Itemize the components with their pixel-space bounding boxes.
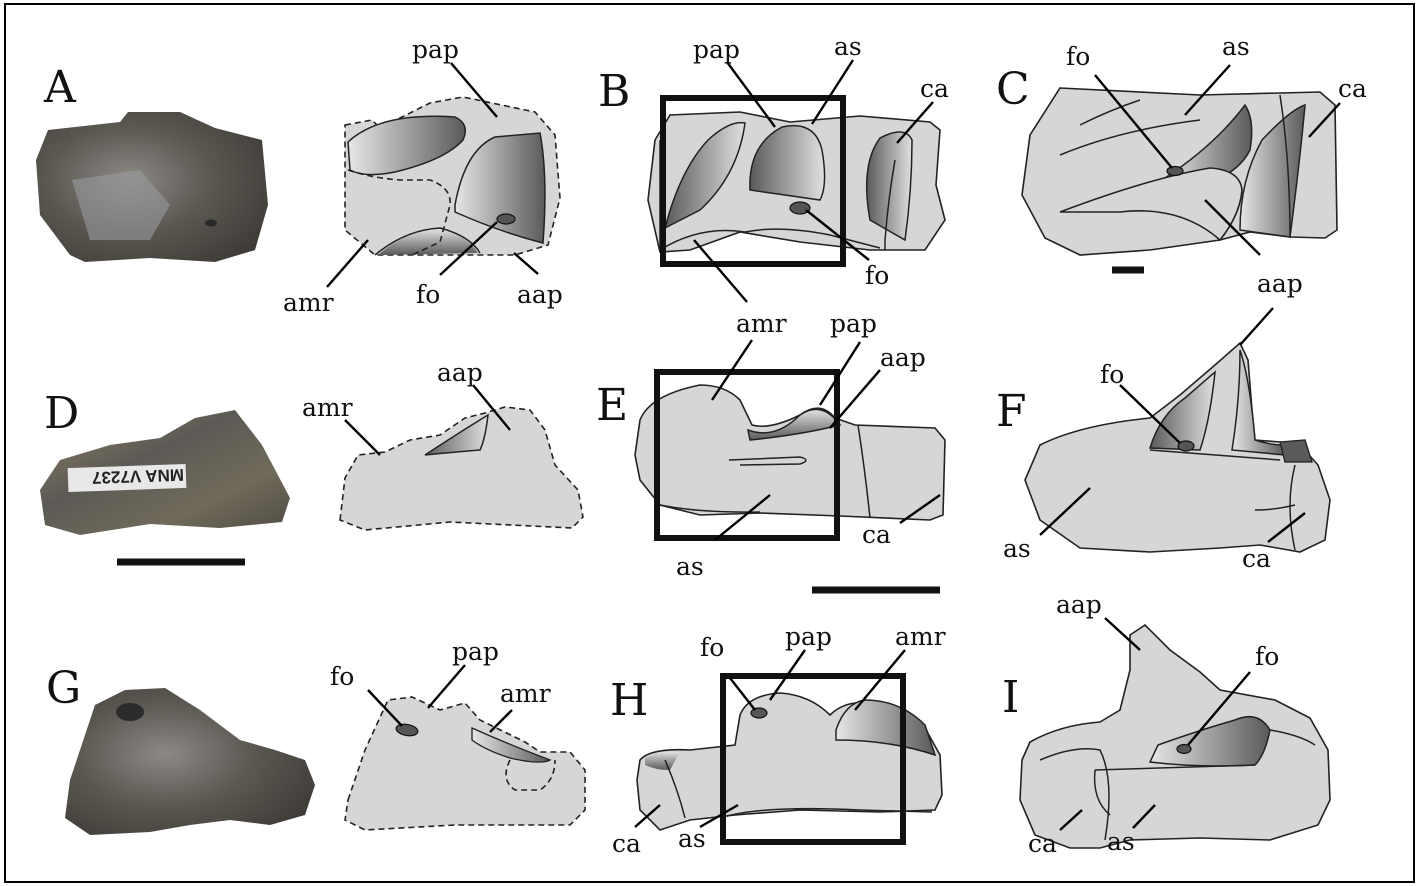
label-fo-b: fo (865, 261, 889, 290)
drawing-c (1022, 88, 1337, 255)
label-ca-c: ca (1338, 74, 1367, 103)
label-ca-e: ca (862, 520, 891, 549)
label-aap-i: aap (1056, 590, 1102, 619)
label-pap-e: pap (830, 309, 877, 338)
label-fo-h: fo (700, 633, 724, 662)
label-as-i: as (1107, 827, 1135, 856)
drawing-g (345, 697, 585, 830)
label-pap-h: pap (785, 622, 832, 651)
label-amr-d: amr (302, 393, 353, 422)
label-aap-c: aap (1257, 269, 1303, 298)
drawing-b (648, 98, 945, 264)
label-fo-f: fo (1100, 360, 1124, 389)
drawing-i (1020, 625, 1330, 848)
drawing-a (345, 97, 560, 256)
label-fo-g: fo (330, 662, 354, 691)
drawing-h (637, 676, 942, 842)
panel-letter-b: B (598, 66, 630, 117)
label-ca-b: ca (920, 74, 949, 103)
label-aap-d: aap (437, 358, 483, 387)
label-pap-b: pap (693, 35, 740, 64)
label-fo-c: fo (1066, 42, 1090, 71)
label-ca-f: ca (1242, 544, 1271, 573)
panel-letter-d: D (44, 388, 79, 439)
label-fo-i: fo (1255, 642, 1279, 671)
label-amr-g: amr (500, 679, 551, 708)
label-fo-a: fo (416, 280, 440, 309)
panel-letter-g: G (46, 663, 81, 714)
label-pap-g: pap (452, 637, 499, 666)
label-as-f: as (1003, 534, 1031, 563)
label-as-c: as (1222, 32, 1250, 61)
label-amr-h: amr (895, 622, 946, 651)
foramen-c (1167, 167, 1183, 176)
panel-letter-h: H (610, 675, 648, 726)
label-amr-b: amr (736, 309, 787, 338)
panel-letter-a: A (43, 62, 77, 113)
label-ca-i: ca (1028, 829, 1057, 858)
label-pap-a: pap (412, 35, 459, 64)
label-ca-h: ca (612, 829, 641, 858)
foramen-a (497, 214, 515, 224)
label-as-h: as (678, 824, 706, 853)
drawing-e (635, 372, 945, 538)
panel-letter-f: F (996, 386, 1027, 437)
panel-letter-e: E (596, 380, 628, 431)
panel-letter-i: I (1002, 672, 1019, 723)
drawing-d (340, 407, 583, 530)
label-as-b: as (834, 32, 862, 61)
specimen-tag: MNA V7237 (92, 465, 185, 487)
drawing-f (1025, 343, 1330, 552)
panel-letter-c: C (996, 64, 1030, 115)
label-amr-a: amr (283, 288, 334, 317)
photo-g (65, 688, 315, 835)
foramen-i (1177, 745, 1191, 754)
label-aap-a: aap (517, 280, 563, 309)
photo-a (36, 112, 268, 262)
label-aap-e: aap (880, 343, 926, 372)
label-as-e: as (676, 552, 704, 581)
